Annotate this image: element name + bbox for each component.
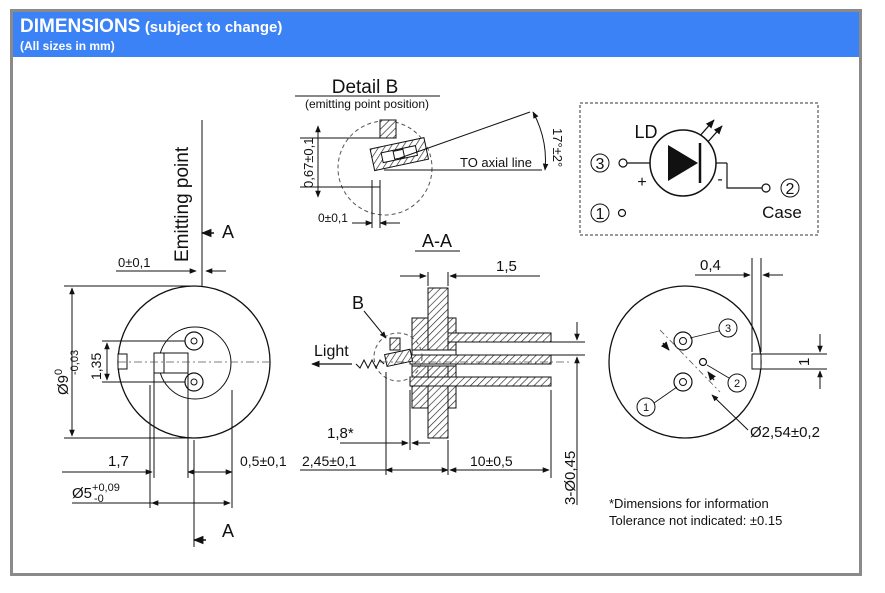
section-dim-pins: 3-Ø0,45: [562, 451, 579, 505]
rear-pin2-label: 2: [734, 378, 740, 390]
rear-view: 3 2 1 0,4 1 Ø2,54±0,2: [608, 257, 827, 441]
section-dim-15: 1,5: [496, 258, 517, 275]
header-title-sub: (subject to change): [144, 19, 283, 36]
detail-b-axial-label: TO axial line: [460, 155, 532, 170]
detail-b-circle: [337, 120, 433, 216]
front-dim-diameter-5-tolerance: -0: [94, 493, 104, 505]
header-title-main: DIMENSIONS: [20, 16, 141, 37]
detail-b: Detail B (emitting point position) 0,67±…: [295, 77, 565, 228]
section-pin-top: [447, 332, 552, 343]
front-dim-top: 0±0,1: [118, 255, 150, 270]
section-title: A-A: [422, 231, 452, 251]
plus-label: +: [637, 174, 646, 191]
detail-b-angle: 17°±2°: [550, 128, 565, 167]
section-dim-245: 2,45±0,1: [302, 453, 357, 469]
detail-b-title: Detail B: [332, 77, 399, 98]
note-line-2: Tolerance not indicated: ±0.15: [609, 513, 782, 528]
rear-pin3-label: 3: [725, 323, 731, 335]
section-pin-bottom: [409, 376, 552, 387]
section-pin-middle: [409, 354, 552, 365]
section-a-bottom: A: [222, 521, 234, 541]
ld-label: LD: [634, 122, 657, 142]
case-label: Case: [762, 203, 802, 222]
section-view: A-A B Light 1,5: [300, 231, 585, 505]
rear-pin1-label: 1: [643, 402, 649, 414]
diagram-frame: DIMENSIONS (subject to change) (All size…: [10, 9, 862, 576]
notes: *Dimensions for information Tolerance no…: [609, 496, 782, 528]
light-label: Light: [314, 343, 349, 360]
detail-b-dim-horizontal: 0±0,1: [318, 211, 348, 225]
detail-b-subtitle: (emitting point position): [305, 97, 429, 111]
label-b: B: [352, 293, 364, 313]
rear-dim-1: 1: [796, 358, 813, 366]
pinout-schematic: LD 3 2 1 + - Case: [579, 102, 819, 236]
detail-b-dim-vertical: 0,67±0,1: [301, 137, 316, 188]
front-dim-diameter-5: Ø5+0,09: [72, 482, 120, 502]
header-banner: DIMENSIONS (subject to change) (All size…: [13, 12, 859, 57]
front-dim-diameter-9-tolerance: -0,03: [69, 350, 81, 375]
front-dim-diameter-9: Ø90: [53, 369, 72, 395]
detail-b-chip: [369, 137, 430, 172]
rear-dim-254: Ø2,54±0,2: [750, 424, 820, 441]
rear-flange-circle: [608, 285, 762, 439]
header-units-note: (All sizes in mm): [20, 39, 115, 53]
emitting-point-label: Emitting point: [172, 146, 193, 262]
minus-label: -: [717, 171, 722, 188]
section-dim-18: 1,8*: [327, 425, 354, 442]
front-view: Emitting point A 0±0,1 Ø90 -0,03: [53, 120, 287, 547]
front-dim-05: 0,5±0,1: [240, 453, 287, 469]
header-title: DIMENSIONS (subject to change): [20, 16, 282, 38]
section-dim-10: 10±0,5: [470, 453, 513, 469]
pin3-label: 3: [596, 156, 605, 173]
note-line-1: *Dimensions for information: [609, 496, 769, 511]
section-a-top: A: [222, 222, 234, 242]
rear-dim-04: 0,4: [700, 257, 721, 274]
pin2-label: 2: [786, 181, 795, 198]
pin1-label: 1: [596, 206, 605, 223]
front-dim-135: 1,35: [88, 353, 104, 380]
front-dim-17: 1,7: [108, 453, 129, 470]
